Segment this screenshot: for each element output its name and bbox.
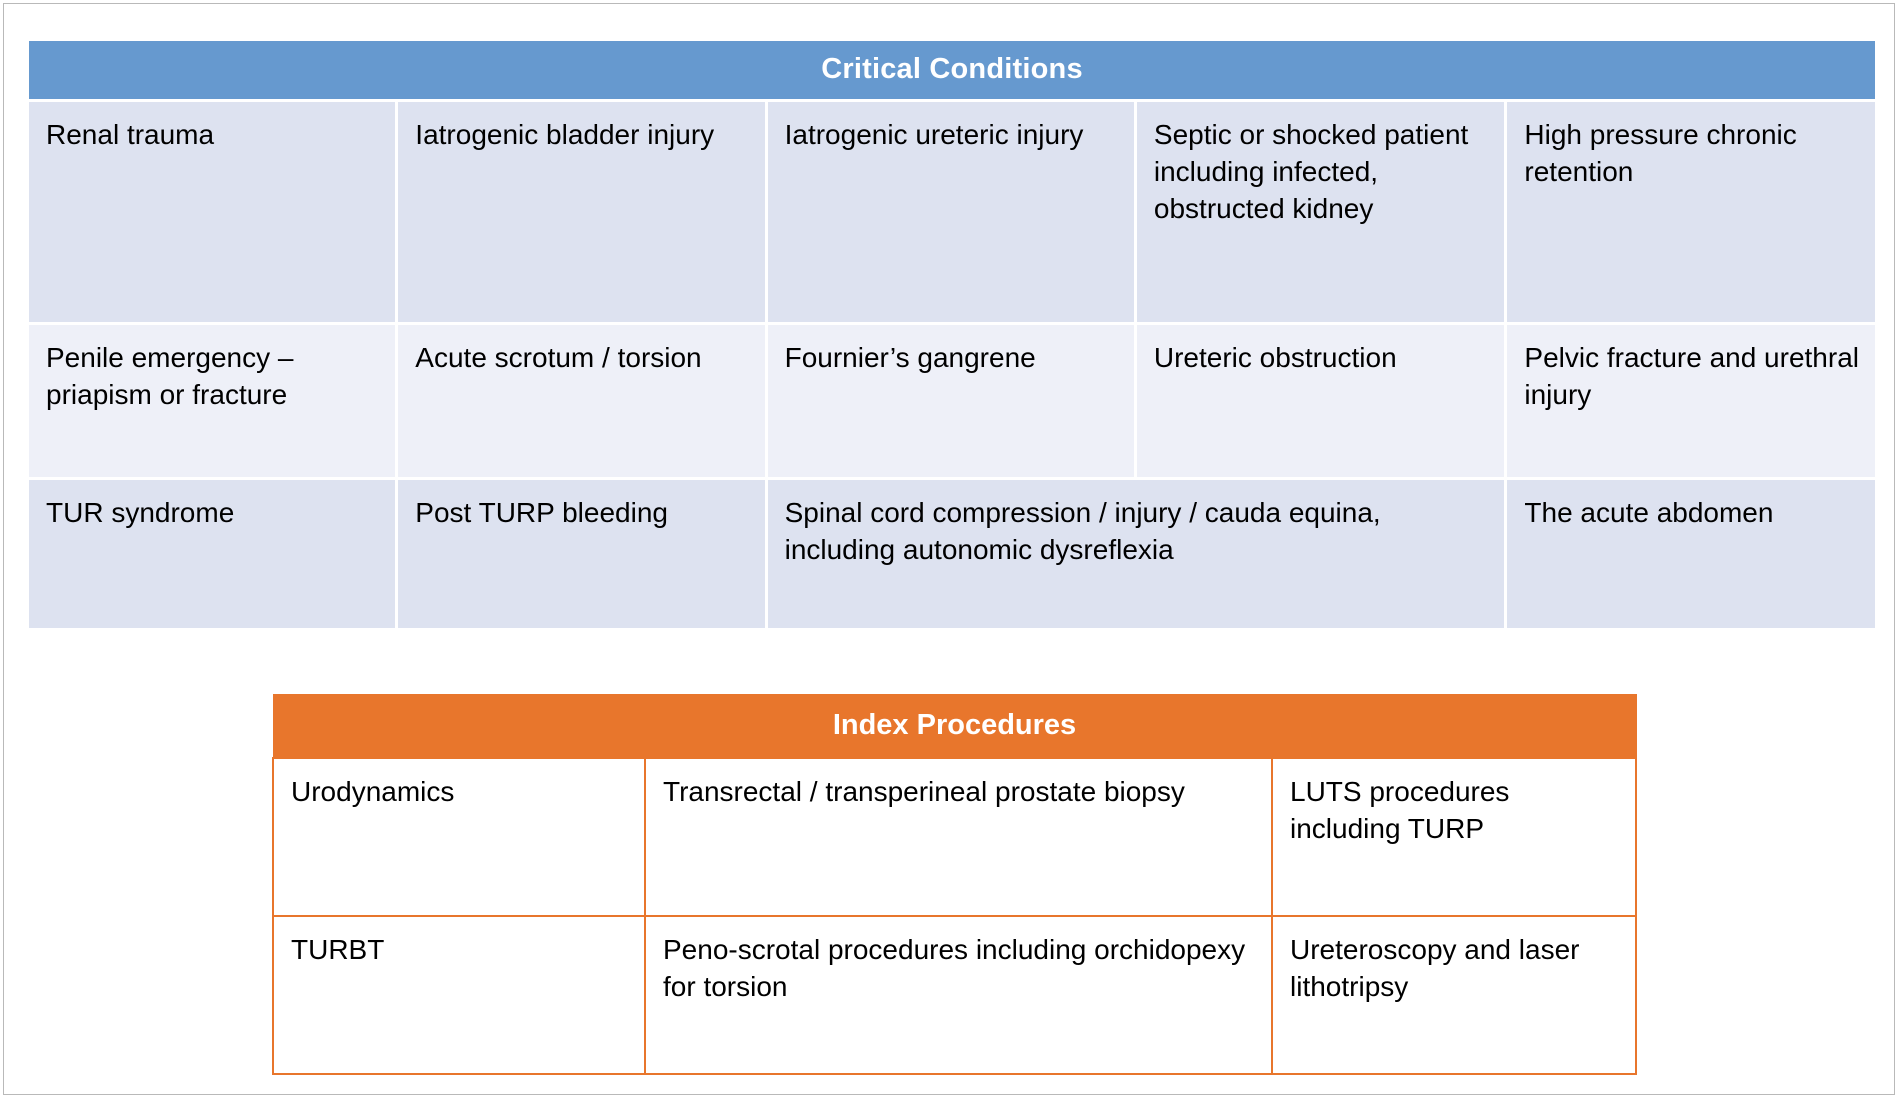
table-cell: TURBT [272, 915, 646, 1075]
table-row: TURBT Peno-scrotal procedures including … [272, 915, 1638, 1075]
cell-text: Acute scrotum / torsion [415, 342, 702, 373]
table-row: Penile emergency – priapism or fracture … [29, 325, 1875, 477]
table-cell: Acute scrotum / torsion [398, 325, 765, 477]
index-procedures-title: Index Procedures [272, 694, 1637, 759]
table-cell-wide: Spinal cord compression / injury / cauda… [767, 480, 1505, 628]
table-row: Renal trauma Iatrogenic bladder injury I… [29, 102, 1875, 322]
critical-conditions-title: Critical Conditions [29, 41, 1875, 99]
table-row: Urodynamics Transrectal / transperineal … [272, 757, 1638, 917]
table-row: TUR syndrome Post TURP bleeding Spinal c… [29, 480, 1875, 628]
critical-conditions-table: Critical Conditions Renal trauma Iatroge… [26, 38, 1878, 631]
cell-text: Septic or shocked patient including infe… [1153, 119, 1469, 225]
critical-conditions-header-row: Critical Conditions [29, 41, 1875, 99]
cell-text: Peno-scrotal procedures including orchid… [663, 934, 1246, 1003]
cell-text: Renal trauma [46, 119, 215, 150]
table-cell: Fournier’s gangrene [767, 325, 1134, 477]
table-cell: Ureteric obstruction [1136, 325, 1505, 477]
cell-text: Iatrogenic bladder injury [415, 119, 715, 150]
page-frame: Critical Conditions Renal trauma Iatroge… [3, 3, 1895, 1095]
cell-text: High pressure chronic retention [1524, 119, 1797, 188]
cell-text: Urodynamics [291, 776, 455, 807]
table-cell: LUTS procedures including TURP [1270, 757, 1638, 917]
cell-text: Post TURP bleeding [415, 497, 668, 528]
cell-text: Spinal cord compression / injury / cauda… [784, 497, 1381, 566]
cell-text: The acute abdomen [1524, 497, 1774, 528]
cell-text: Iatrogenic ureteric injury [784, 119, 1084, 150]
table-cell: Iatrogenic bladder injury [398, 102, 765, 322]
cell-text: Penile emergency – priapism or fracture [46, 342, 294, 411]
table-cell: High pressure chronic retention [1507, 102, 1875, 322]
cell-text: Pelvic fracture and urethral injury [1524, 342, 1859, 411]
table-cell: The acute abdomen [1507, 480, 1875, 628]
cell-text: LUTS procedures including TURP [1290, 776, 1510, 845]
table-cell: Ureteroscopy and laser lithotripsy [1270, 915, 1638, 1075]
table-cell: Renal trauma [29, 102, 396, 322]
table-cell: Post TURP bleeding [398, 480, 765, 628]
index-procedures-table: Index Procedures Urodynamics Transrectal… [272, 694, 1638, 1075]
table-cell: Transrectal / transperineal prostate bio… [644, 757, 1273, 917]
cell-text: Ureteroscopy and laser lithotripsy [1290, 934, 1580, 1003]
table-cell: Peno-scrotal procedures including orchid… [644, 915, 1273, 1075]
cell-text: Transrectal / transperineal prostate bio… [663, 776, 1185, 807]
table-cell: Urodynamics [272, 757, 646, 917]
table-cell: TUR syndrome [29, 480, 396, 628]
index-procedures-header-row: Index Procedures [272, 694, 1637, 759]
cell-text: Fournier’s gangrene [784, 342, 1036, 373]
table-cell: Pelvic fracture and urethral injury [1507, 325, 1875, 477]
table-cell: Iatrogenic ureteric injury [767, 102, 1134, 322]
table-cell: Septic or shocked patient including infe… [1136, 102, 1505, 322]
cell-text: Ureteric obstruction [1153, 342, 1397, 373]
table-cell: Penile emergency – priapism or fracture [29, 325, 396, 477]
cell-text: TURBT [291, 934, 385, 965]
cell-text: TUR syndrome [46, 497, 235, 528]
